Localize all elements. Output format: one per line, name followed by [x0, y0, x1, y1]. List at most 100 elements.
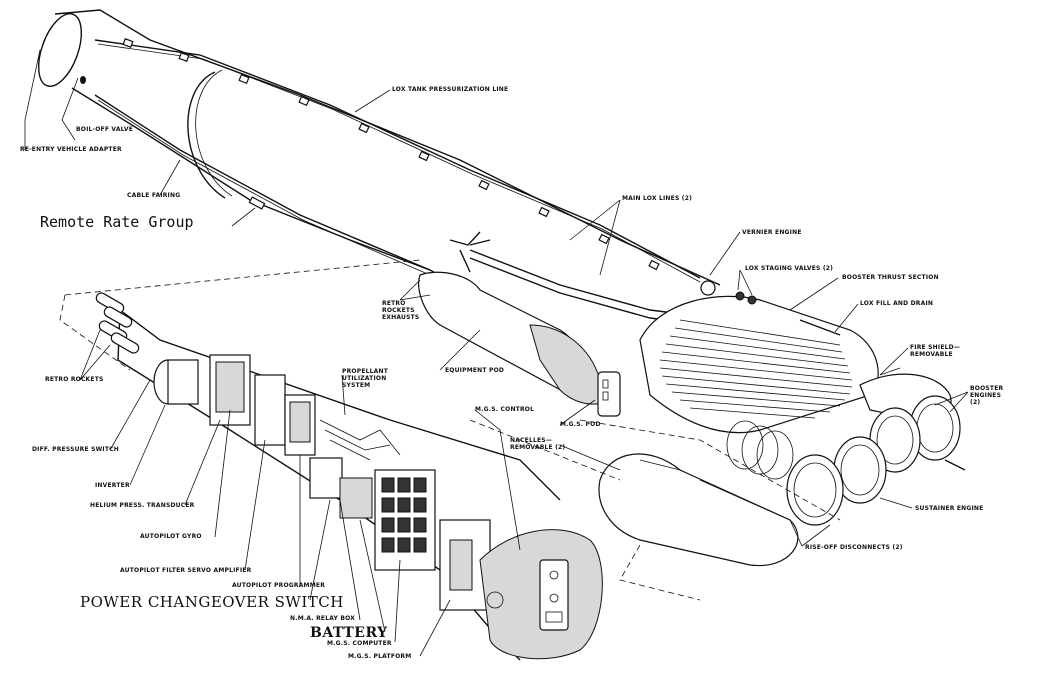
- leader-battery: [359, 519, 386, 633]
- programmer-face: [289, 401, 311, 443]
- leader-boil-off: [61, 77, 79, 141]
- leader-mgs-control: [474, 409, 521, 551]
- label-mgs-computer: M.G.S. COMPUTER: [327, 640, 392, 647]
- label-equipment-pod: EQUIPMENT POD: [445, 367, 505, 374]
- tank-band-inner: [195, 69, 233, 197]
- plumbing-coil-1: [726, 420, 764, 470]
- label-main-lox-lines: MAIN LOX LINES (2): [622, 195, 693, 202]
- equipment-cutaway: [95, 292, 603, 661]
- mgs-control-panel: [539, 559, 569, 631]
- nacelle-shell: [598, 453, 799, 567]
- nacelle-seam: [639, 459, 791, 521]
- control-knob-1: [549, 570, 559, 580]
- label-vernier-engine: VERNIER ENGINE: [742, 229, 802, 236]
- guide-top: [64, 259, 421, 296]
- leader-reentry: [24, 49, 41, 150]
- lox-fill-drain-pipe: [799, 319, 841, 336]
- leader-platform: [419, 599, 451, 657]
- leader-power-switch: [309, 499, 331, 601]
- leader-fire-shield: [879, 347, 909, 376]
- reentry-adapter-ring: [37, 13, 83, 87]
- engine-cluster: [726, 395, 966, 526]
- cutaway-upper-edge: [119, 309, 561, 501]
- lox-line-bracket: [449, 231, 491, 273]
- label-inverter: INVERTER: [95, 482, 130, 489]
- nacelle: [598, 453, 799, 567]
- lox-pressurization-line: [94, 39, 701, 279]
- equipment-pod: [418, 271, 621, 417]
- staging-valve-2: [747, 295, 757, 305]
- leader-rise-off: [789, 519, 831, 547]
- control-plate: [545, 611, 563, 623]
- sustainer-engine-inner: [840, 444, 880, 496]
- retro-rocket-2: [103, 306, 133, 328]
- annotation-battery: BATTERY: [310, 625, 388, 641]
- label-mgs-platform: M.G.S. PLATFORM: [348, 653, 412, 660]
- label-cable-fairing: CABLE FAIRING: [127, 192, 181, 199]
- label-nacelles: NACELLES— REMOVABLE (2): [510, 437, 566, 451]
- leader-computer: [394, 559, 401, 643]
- label-lox-staging-valves: LOX STAGING VALVES (2): [745, 265, 834, 272]
- tank-band: [187, 71, 226, 199]
- label-autopilot-filter: AUTOPILOT FILTER SERVO AMPLIFIER: [120, 567, 252, 574]
- leader-filter: [244, 439, 266, 571]
- inverter-body: [167, 359, 199, 405]
- booster-thrust-shell: [639, 295, 879, 434]
- label-rise-off-disconnects: RISE-OFF DISCONNECTS (2): [805, 544, 903, 551]
- guide-right: [579, 419, 841, 521]
- leader-retro-exhausts: [399, 279, 431, 301]
- tank-body: [37, 9, 731, 329]
- leader-lox-tank: [354, 89, 391, 113]
- leader-nacelles: [559, 444, 621, 471]
- label-boil-off-valve: BOIL-OFF VALVE: [76, 126, 134, 133]
- leader-equipment-pod: [439, 329, 481, 371]
- cable-fairing-inner: [97, 99, 431, 276]
- label-propellant-utilization: PROPELLANT UTILIZATION SYSTEM: [342, 368, 389, 389]
- lox-pressurization-line-inner: [97, 43, 701, 283]
- relay-box: [309, 457, 343, 499]
- tank-upper-edge: [54, 9, 721, 286]
- computer-grid: [381, 477, 427, 553]
- label-mgs-control: M.G.S. CONTROL: [475, 406, 535, 413]
- boil-off-valve-shape: [80, 76, 86, 84]
- booster-section: [639, 280, 952, 434]
- vernier-engine-shape: [700, 280, 716, 296]
- leader-retro-rockets: [79, 329, 111, 381]
- label-booster-thrust-section: BOOSTER THRUST SECTION: [842, 274, 939, 281]
- label-autopilot-programmer: AUTOPILOT PROGRAMMER: [232, 582, 326, 589]
- label-nma-relay-box: N.M.A. RELAY BOX: [290, 615, 356, 622]
- label-helium-press-transducer: HELIUM PRESS. TRANSDUCER: [90, 502, 195, 509]
- leader-remote-rate: [231, 207, 256, 227]
- guide-bottom: [619, 544, 701, 601]
- label-lox-fill-drain: LOX FILL AND DRAIN: [860, 300, 934, 307]
- leader-sustainer: [879, 497, 913, 509]
- mgs-pod-connector-2: [602, 391, 609, 401]
- control-connector: [486, 591, 504, 609]
- retro-rocket-4: [110, 332, 140, 354]
- label-autopilot-gyro: AUTOPILOT GYRO: [140, 533, 202, 540]
- leader-relay: [339, 499, 361, 621]
- annotation-power-changeover-switch: POWER CHANGEOVER SWITCH: [80, 593, 344, 611]
- dashed-guides: [59, 259, 841, 601]
- control-knob-2: [549, 593, 559, 603]
- leader-staging: [737, 269, 753, 296]
- label-reentry-adapter: RE-ENTRY VEHICLE ADAPTER: [20, 146, 122, 153]
- booster-engine-3-inner: [793, 462, 837, 518]
- leader-booster-thrust: [789, 277, 839, 311]
- label-lox-tank-line: LOX TANK PRESSURIZATION LINE: [392, 86, 509, 93]
- leader-helium: [184, 419, 221, 506]
- rise-off-pipe: [944, 459, 966, 471]
- booster-ribs: [659, 319, 853, 419]
- guide-mid: [469, 419, 621, 481]
- label-retro-rockets-exhausts: RETRO ROCKETS EXHAUSTS: [382, 300, 420, 321]
- guide-left: [59, 294, 131, 371]
- plumbing-coil-3: [756, 430, 794, 480]
- label-fire-shield: FIRE SHIELD— REMOVABLE: [910, 344, 961, 358]
- leader-vernier: [709, 231, 741, 276]
- cable-fairing: [94, 94, 431, 271]
- autopilot-gyro-box: [215, 361, 245, 413]
- annotation-remote-rate-group: Remote Rate Group: [40, 213, 194, 231]
- battery-box: [339, 477, 373, 519]
